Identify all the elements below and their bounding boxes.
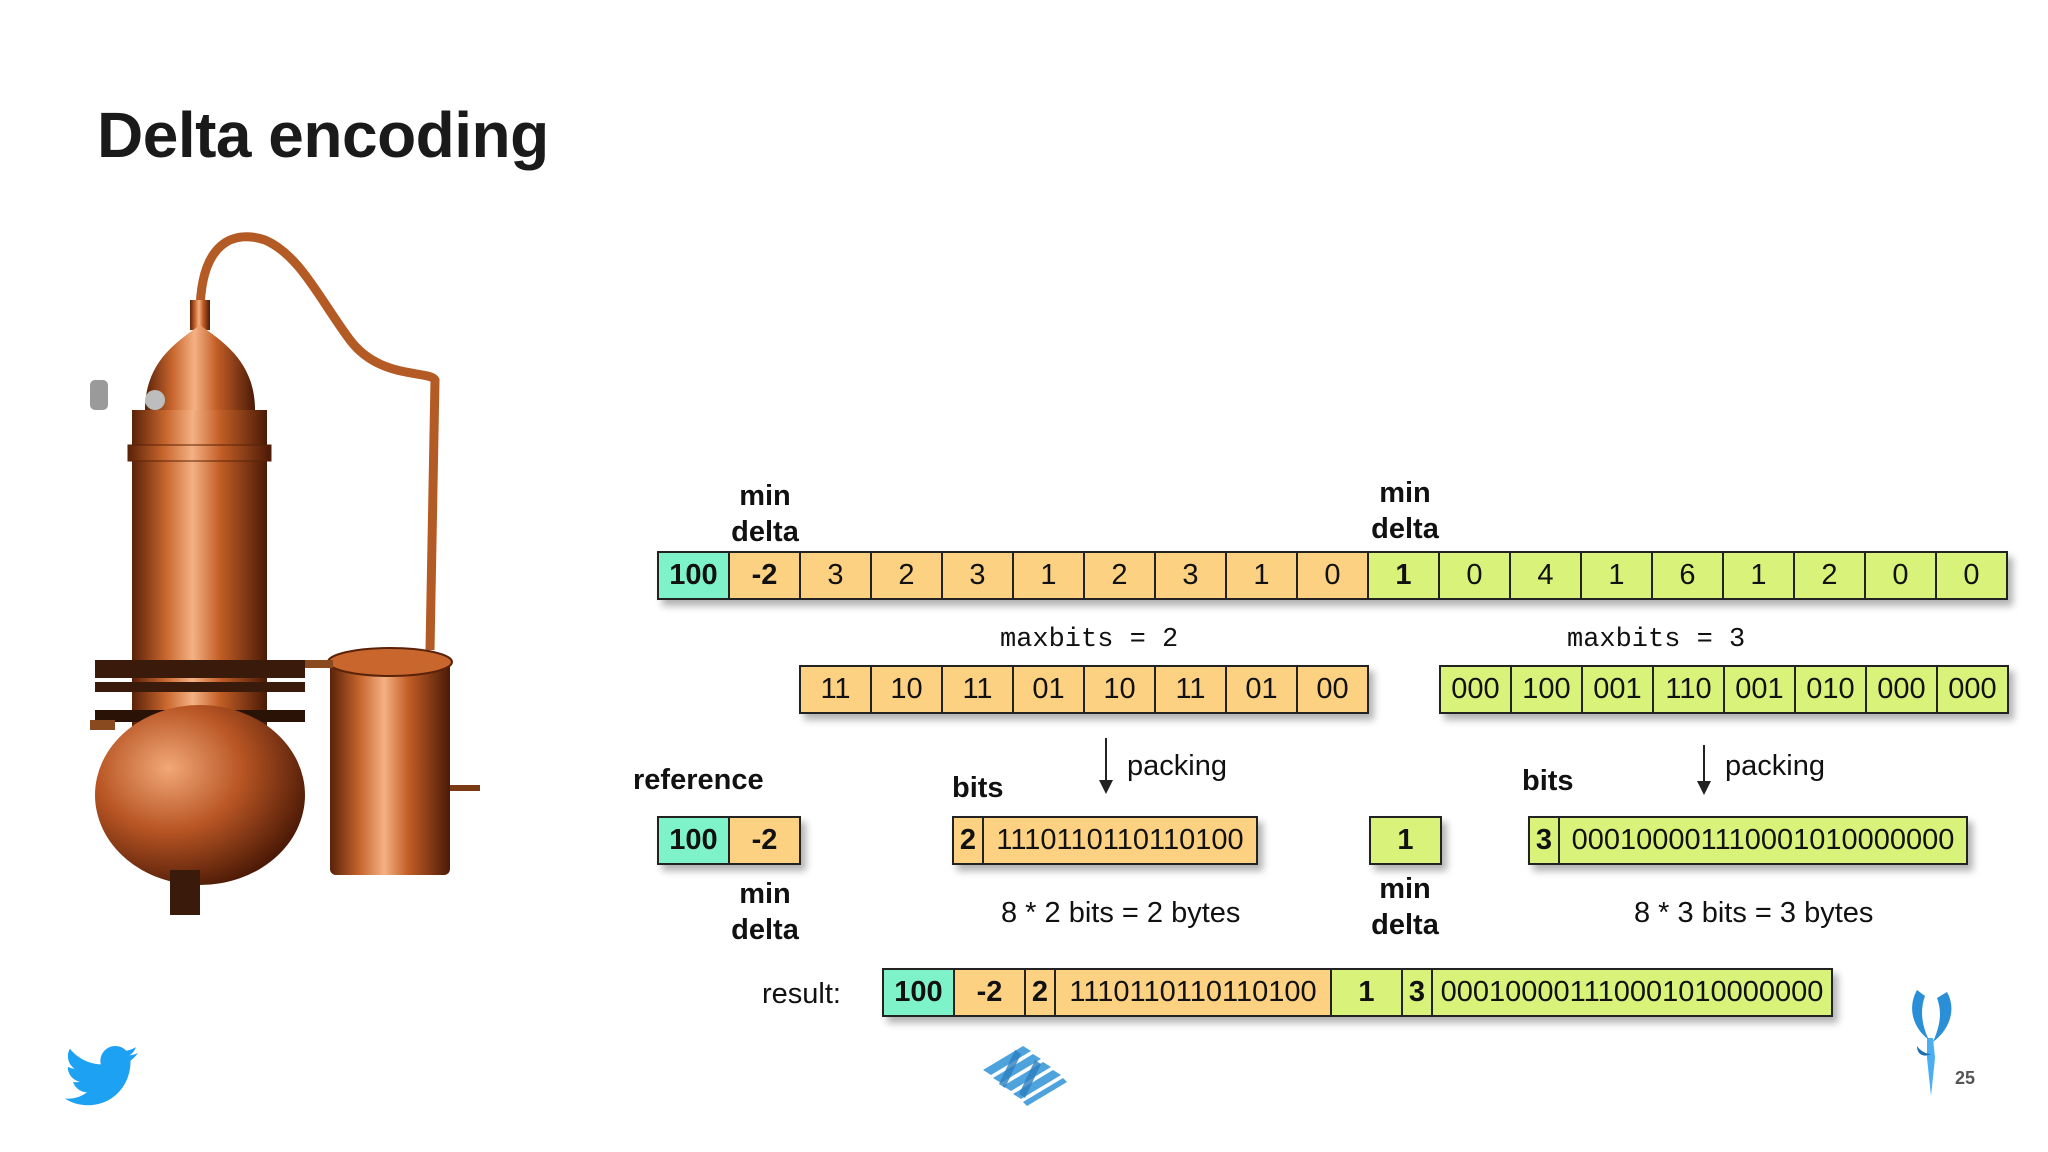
delta-label: delta xyxy=(731,914,799,946)
deltas-cell: 1 xyxy=(1367,551,1440,600)
deltas-cell: 0 xyxy=(1296,551,1369,600)
packing-label-left: packing xyxy=(1127,750,1227,782)
min-label: min xyxy=(1379,873,1431,905)
deltas-cell: 2 xyxy=(1793,551,1866,600)
maxbits-left-label: maxbits = 2 xyxy=(1000,625,1179,655)
page-number: 25 xyxy=(1955,1068,1976,1088)
packed-left-value-cell: 1110110110110100 xyxy=(982,816,1258,865)
bits-right-cell: 010 xyxy=(1794,665,1867,714)
bits-right-cell: 100 xyxy=(1510,665,1583,714)
deltas-cell: 2 xyxy=(1083,551,1156,600)
packing-arrow-right-head xyxy=(1697,781,1711,795)
deltas-cell: 1 xyxy=(1225,551,1298,600)
bits-left-cell: 01 xyxy=(1012,665,1085,714)
delta-label: delta xyxy=(1371,909,1439,941)
min-delta-block: 1 xyxy=(1369,816,1442,865)
reference-cell: -2 xyxy=(728,816,801,865)
deltas-cell: 100 xyxy=(657,551,730,600)
deltas-cell: 0 xyxy=(1935,551,2008,600)
deltas-cell: 0 xyxy=(1438,551,1511,600)
deltas-cell: 3 xyxy=(1154,551,1227,600)
bits-left-cell: 01 xyxy=(1225,665,1298,714)
deltas-cell: 3 xyxy=(941,551,1014,600)
packing-label-right: packing xyxy=(1725,750,1825,782)
maxbits-right-label: maxbits = 3 xyxy=(1567,625,1746,655)
delta-label: delta xyxy=(1371,513,1439,545)
bits-right-cell: 000 xyxy=(1439,665,1512,714)
reference-row: 100-2 xyxy=(657,816,801,865)
result-cell: 000100001110001010000000 xyxy=(1431,968,1833,1017)
result-cell: 1 xyxy=(1330,968,1403,1017)
packing-arrow-left xyxy=(1105,738,1107,782)
reference-label: reference xyxy=(633,764,764,796)
deltas-cell: 1 xyxy=(1012,551,1085,600)
deltas-cell: 6 xyxy=(1651,551,1724,600)
bits-left-cell: 11 xyxy=(1154,665,1227,714)
deltas-cell: 0 xyxy=(1864,551,1937,600)
packed-right-bits-cell: 3 xyxy=(1528,816,1560,865)
min-delta-label-top-left: min delta xyxy=(720,478,810,550)
slide-title: Delta encoding xyxy=(97,99,549,171)
bits-right-cell: 000 xyxy=(1865,665,1938,714)
min-delta-label-mid-right: min delta xyxy=(1360,871,1450,943)
deltas-cell: 4 xyxy=(1509,551,1582,600)
bits-right-cell: 001 xyxy=(1581,665,1654,714)
min-label: min xyxy=(739,878,791,910)
bits-left-cell: 00 xyxy=(1296,665,1369,714)
deltas-cell: 1 xyxy=(1580,551,1653,600)
bits-right-cell: 000 xyxy=(1936,665,2009,714)
bits-label-right: bits xyxy=(1522,765,1574,797)
drill-logo-icon xyxy=(1912,990,1952,1096)
min-label: min xyxy=(739,480,791,512)
reference-cell: 100 xyxy=(657,816,730,865)
result-label: result: xyxy=(762,978,841,1010)
deltas-cell: -2 xyxy=(728,551,801,600)
min-label: min xyxy=(1379,477,1431,509)
packed-left-bits-cell: 2 xyxy=(952,816,984,865)
parquet-logo-icon xyxy=(983,1046,1067,1106)
result-cell: 3 xyxy=(1401,968,1433,1017)
packed-right-row: 3 000100001110001010000000 xyxy=(1528,816,1968,865)
bits-label-left: bits xyxy=(952,772,1004,804)
copper-still-image xyxy=(90,232,480,915)
bits-right-cell: 001 xyxy=(1723,665,1796,714)
bits-left-cell: 11 xyxy=(941,665,1014,714)
bits-left-cell: 10 xyxy=(1083,665,1156,714)
min-delta-block-cell: 1 xyxy=(1369,816,1442,865)
min-delta-label-top-right: min delta xyxy=(1360,475,1450,547)
result-cell: 1110110110110100 xyxy=(1054,968,1332,1017)
packed-left-row: 2 1110110110110100 xyxy=(952,816,1258,865)
packed-right-value-cell: 000100001110001010000000 xyxy=(1558,816,1968,865)
packing-arrow-right xyxy=(1703,745,1705,783)
result-cell: -2 xyxy=(953,968,1026,1017)
twitter-bird-icon xyxy=(64,1046,138,1106)
deltas-cell: 2 xyxy=(870,551,943,600)
min-delta-label-mid-left: min delta xyxy=(720,876,810,948)
result-cell: 100 xyxy=(882,968,955,1017)
result-cell: 2 xyxy=(1024,968,1056,1017)
bits-right-cell: 110 xyxy=(1652,665,1725,714)
delta-label: delta xyxy=(731,516,799,548)
bytes-label-left: 8 * 2 bits = 2 bytes xyxy=(1001,897,1241,929)
bytes-label-right: 8 * 3 bits = 3 bytes xyxy=(1634,897,1874,929)
packing-arrow-left-head xyxy=(1099,780,1113,794)
bits-left-cell: 10 xyxy=(870,665,943,714)
deltas-cell: 1 xyxy=(1722,551,1795,600)
bits-left-cell: 11 xyxy=(799,665,872,714)
deltas-cell: 3 xyxy=(799,551,872,600)
